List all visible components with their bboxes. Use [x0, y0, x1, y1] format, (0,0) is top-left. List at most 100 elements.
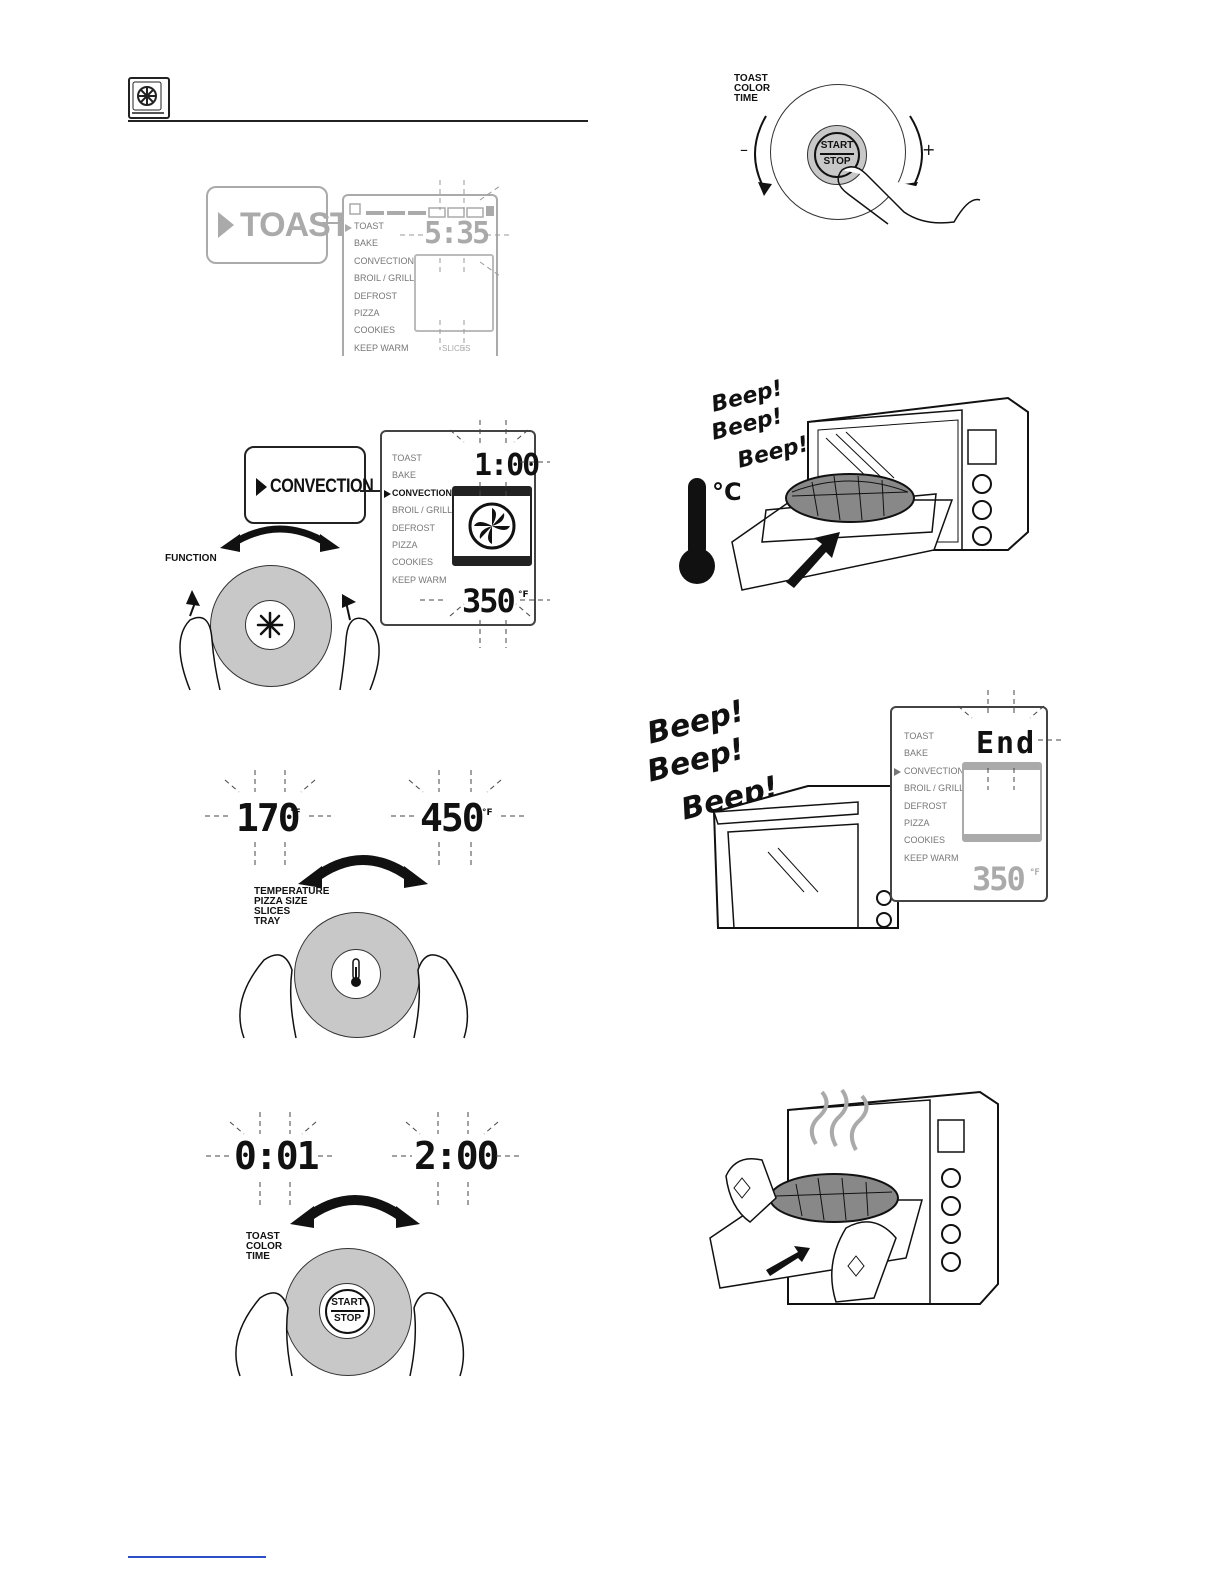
- turn-arrow-icon: [290, 1195, 420, 1228]
- menu-item-broil: BROIL / GRILL: [904, 783, 965, 794]
- menu-item-keep-warm: KEEP WARM: [904, 852, 959, 863]
- menu-item-convection: CONVECTION: [354, 255, 415, 266]
- knob-label-time: TIME: [246, 1251, 270, 1262]
- knob-label-slices: SLICES: [254, 906, 291, 917]
- knob-label-temperature: TEMPERATURE: [254, 886, 330, 897]
- time-max-readout: 2:00: [414, 1134, 500, 1178]
- temp-max-readout: 450: [420, 796, 485, 840]
- knob-label-toast: TOAST: [734, 73, 768, 84]
- menu-item-keep-warm: KEEP WARM: [392, 574, 447, 585]
- toast-slot-frame: [414, 254, 494, 332]
- preheat-unit: °C: [712, 478, 742, 506]
- temperature-knob[interactable]: [294, 912, 420, 1038]
- start-stop-button[interactable]: START STOP: [319, 1283, 375, 1339]
- footer-rule: [128, 1556, 266, 1558]
- convection-oven-frame: [452, 486, 532, 566]
- stop-label: STOP: [333, 1313, 362, 1324]
- menu-item-keep-warm: KEEP WARM: [354, 342, 409, 353]
- turn-arrow-icon: [220, 525, 340, 552]
- knob-label-color: COLOR: [734, 83, 771, 94]
- remove-pie-illustration: [709, 1088, 999, 1305]
- temp-blink-rays: [205, 770, 525, 866]
- end-status-readout: End: [976, 726, 1037, 761]
- turn-arrow-icon: [298, 855, 428, 888]
- convection-fan-icon: [468, 502, 516, 550]
- toast-time-readout: 5:35: [424, 216, 490, 251]
- knob-label-pizza-size: PIZZA SIZE: [254, 896, 308, 907]
- knob-label-toast: TOAST: [246, 1231, 280, 1242]
- menu-item-toast: TOAST: [392, 453, 422, 463]
- temperature-knob-labels: TEMPERATURE PIZZA SIZE SLICES TRAY: [254, 887, 329, 927]
- temp-min-readout: 170: [236, 796, 301, 840]
- convection-blink-rays: [420, 420, 550, 648]
- rotation-arrows-and-finger: [754, 115, 981, 225]
- convection-display-panel: TOAST BAKE CONVECTION BROIL / GRILL DEFR…: [380, 430, 540, 626]
- menu-item-toast: TOAST: [904, 731, 934, 741]
- menu-item-bake: BAKE: [354, 238, 379, 249]
- end-oven-frame: [962, 762, 1042, 842]
- toast-blink-rays: [400, 180, 510, 350]
- convection-time-readout: 1:00: [474, 448, 540, 483]
- start-minus-label: –: [740, 140, 748, 159]
- knob-label-time: TIME: [734, 93, 758, 104]
- knob-label-color: COLOR: [246, 1241, 283, 1252]
- function-knob[interactable]: [210, 565, 332, 687]
- menu-item-toast: TOAST: [354, 221, 384, 231]
- time-blink-rays: [206, 1112, 522, 1206]
- end-blink-rays: [957, 690, 1064, 790]
- toast-callout-label: TOAST: [240, 206, 351, 244]
- end-display-panel: TOAST BAKE CONVECTION BROIL / GRILL DEFR…: [890, 706, 1048, 902]
- oven-with-pie-illustration: [731, 396, 1029, 591]
- toast-callout: TOAST: [206, 186, 351, 264]
- menu-item-cookies: COOKIES: [904, 835, 946, 846]
- menu-item-bake: BAKE: [392, 470, 417, 481]
- convection-temp-readout: 350: [462, 582, 516, 620]
- menu-item-pizza: PIZZA: [354, 308, 380, 319]
- toast-callout-pointer: [322, 222, 342, 224]
- header-rule: [128, 120, 588, 122]
- end-menu: TOAST BAKE CONVECTION BROIL / GRILL DEFR…: [904, 728, 964, 867]
- snowflake-defrost-icon: [256, 611, 284, 639]
- menu-item-defrost: DEFROST: [392, 522, 436, 533]
- menu-item-convection: CONVECTION: [904, 765, 965, 776]
- menu-item-bake: BAKE: [904, 748, 929, 759]
- menu-item-cookies: COOKIES: [354, 325, 396, 336]
- temp-max-unit: °F: [482, 808, 493, 818]
- time-knob-labels: TOAST COLOR TIME: [246, 1232, 282, 1262]
- menu-item-pizza: PIZZA: [904, 818, 930, 829]
- hands-gripping-knob: [235, 1292, 465, 1377]
- hands-gripping-knob: [179, 590, 380, 691]
- start-knob-labels: TOAST COLOR TIME: [734, 74, 770, 104]
- toast-cutoff-label: SLICES: [442, 344, 471, 353]
- menu-item-convection: CONVECTION: [392, 487, 453, 498]
- menu-item-defrost: DEFROST: [904, 800, 948, 811]
- start-plus-label: +: [922, 140, 936, 159]
- convection-callout: CONVECTION: [244, 446, 374, 524]
- end-temp-readout: 350: [972, 860, 1026, 898]
- menu-item-broil: BROIL / GRILL: [354, 273, 415, 284]
- section-header: [128, 72, 588, 124]
- knob-label-tray: TRAY: [254, 916, 281, 927]
- menu-item-pizza: PIZZA: [392, 540, 418, 551]
- thermometer-icon: [679, 478, 715, 584]
- start-label: START: [820, 140, 854, 151]
- end-temp-unit: °F: [1030, 868, 1040, 878]
- menu-item-defrost: DEFROST: [354, 290, 398, 301]
- knob-center-button[interactable]: [245, 600, 295, 650]
- oven-closed-illustration: [712, 785, 899, 929]
- toast-menu: TOAST BAKE CONVECTION BROIL / GRILL DEFR…: [354, 218, 414, 356]
- function-knob-label: FUNCTION: [165, 553, 217, 564]
- temp-min-unit: °F: [290, 808, 301, 818]
- toast-display-panel: TOAST BAKE CONVECTION BROIL / GRILL DEFR…: [342, 194, 498, 356]
- time-knob[interactable]: START STOP: [284, 1248, 412, 1376]
- menu-item-cookies: COOKIES: [392, 557, 434, 568]
- thermometer-icon: [351, 958, 361, 987]
- knob-center-button[interactable]: [331, 949, 381, 999]
- convection-callout-label: CONVECTION: [270, 476, 374, 497]
- start-label: START: [331, 1297, 364, 1308]
- convection-fan-icon: [128, 77, 170, 119]
- hands-gripping-knob: [239, 954, 469, 1039]
- convection-callout-pointer: [360, 490, 382, 492]
- convection-temp-unit: °F: [518, 590, 529, 600]
- convection-menu: TOAST BAKE CONVECTION BROIL / GRILL DEFR…: [392, 450, 452, 589]
